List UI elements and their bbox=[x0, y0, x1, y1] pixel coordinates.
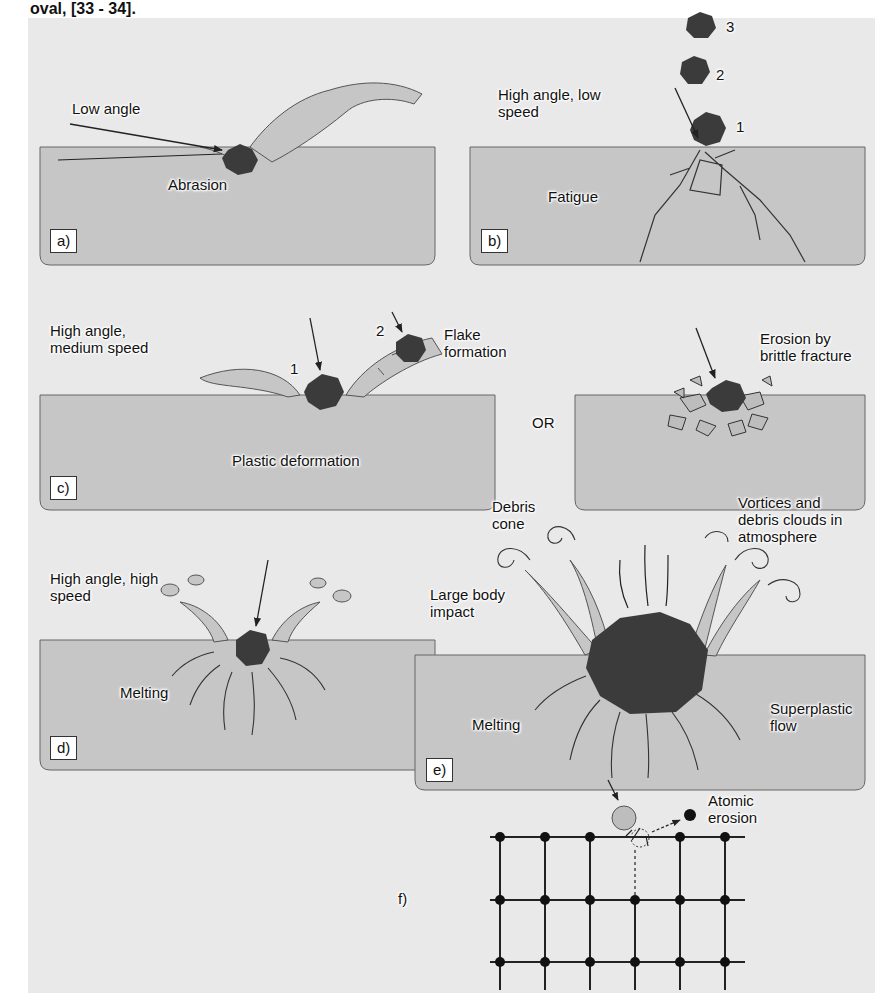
feature-label: Debris cone bbox=[492, 498, 552, 532]
panel-letter-box: c) bbox=[50, 476, 77, 500]
melting-panel bbox=[40, 560, 435, 770]
impact-lines bbox=[608, 780, 680, 846]
panel-letter: d) bbox=[57, 739, 70, 756]
panel-background bbox=[28, 18, 875, 993]
brittle-fracture-panel bbox=[575, 328, 865, 510]
abrasion-panel bbox=[40, 83, 435, 265]
mechanism-label: Atomic erosion bbox=[708, 792, 778, 826]
fatigue-panel bbox=[470, 12, 865, 265]
angle-label: High angle, high speed bbox=[50, 570, 160, 604]
panel-letter: b) bbox=[488, 232, 501, 249]
feature-label: Large body impact bbox=[430, 586, 510, 620]
panel-letter-box: b) bbox=[481, 229, 508, 253]
lattice-atoms bbox=[495, 806, 730, 967]
callout-number: 1 bbox=[290, 360, 298, 377]
mechanism-label: Melting bbox=[120, 684, 168, 701]
panel-letter-box: d) bbox=[50, 736, 77, 760]
callout-number: 1 bbox=[736, 118, 744, 135]
panel-letter: c) bbox=[57, 479, 70, 496]
mechanism-label: Erosion by brittle fracture bbox=[760, 330, 865, 364]
mechanism-label: Plastic deformation bbox=[232, 452, 360, 469]
callout-number: 2 bbox=[376, 322, 384, 339]
feature-label: Flake formation bbox=[444, 326, 519, 360]
atomic-lattice bbox=[490, 837, 745, 990]
large-body-impact-panel bbox=[415, 527, 865, 790]
mechanism-label: Abrasion bbox=[168, 176, 227, 193]
panel-letter: f) bbox=[398, 890, 407, 907]
panel-letter: a) bbox=[57, 232, 70, 249]
panel-letter-box: e) bbox=[426, 758, 453, 782]
panel-letter-box: a) bbox=[50, 229, 77, 253]
panel-letter: e) bbox=[433, 761, 446, 778]
plastic-deformation-panel bbox=[40, 312, 495, 510]
connector-word: OR bbox=[532, 414, 555, 431]
callout-number: 2 bbox=[716, 66, 724, 83]
callout-number: 3 bbox=[726, 18, 734, 35]
angle-label: Low angle bbox=[72, 100, 140, 117]
mechanism-label: Fatigue bbox=[548, 188, 598, 205]
source-note: oval, [33 - 34]. bbox=[30, 0, 136, 17]
angle-label: High angle, medium speed bbox=[50, 322, 180, 356]
mechanism-label: Melting bbox=[472, 716, 520, 733]
angle-label: High angle, low speed bbox=[498, 86, 608, 120]
mechanism-label: Superplastic flow bbox=[770, 700, 855, 734]
feature-label: Vortices and debris clouds in atmosphere bbox=[738, 494, 858, 545]
